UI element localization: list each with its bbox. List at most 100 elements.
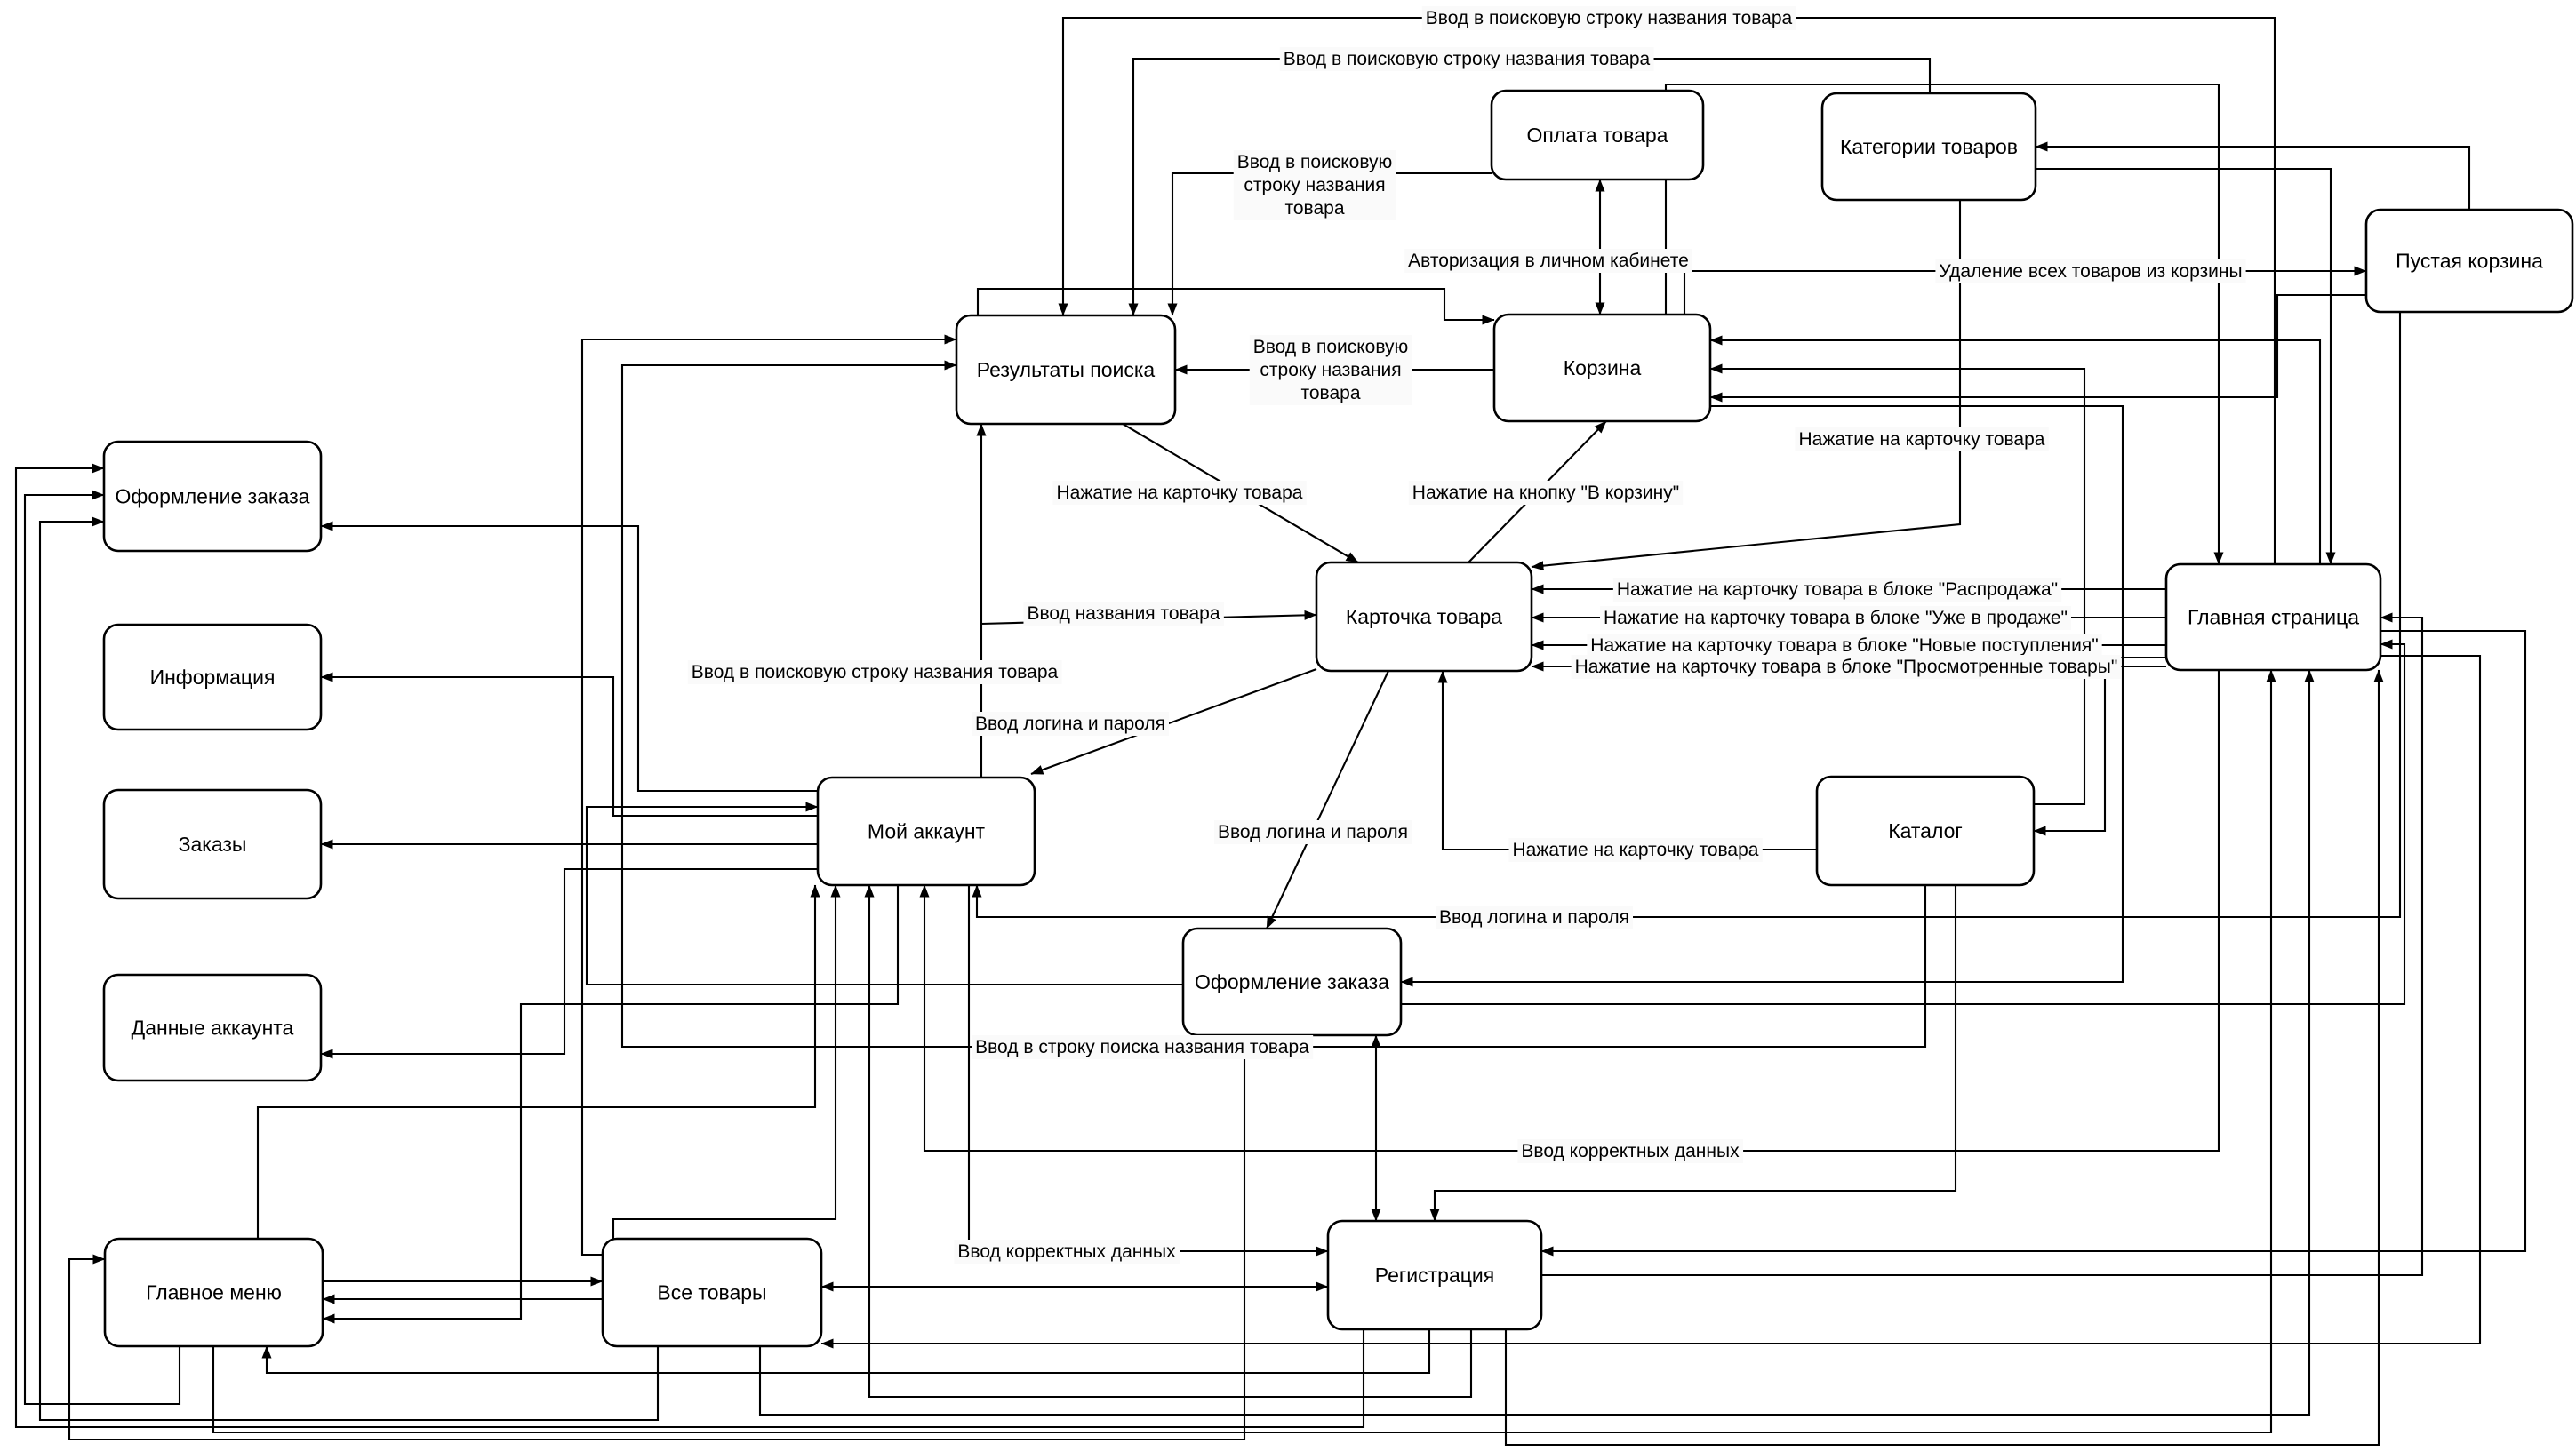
svg-text:Ввод в поисковую строку назван: Ввод в поисковую строку названия товара bbox=[692, 662, 1059, 682]
edge-vse-rezultaty bbox=[580, 334, 957, 1257]
node-label: Мой аккаунт bbox=[868, 820, 986, 843]
edge-oform_c-glavmenu bbox=[68, 1035, 1246, 1441]
node-glavnaya: Главная страница bbox=[2164, 562, 2382, 672]
edge-registr-moy bbox=[864, 884, 1473, 1399]
edge-label: Удаление всех товаров из корзины bbox=[1935, 259, 2246, 283]
node-box bbox=[1820, 92, 2037, 202]
svg-text:Ввод корректных данных: Ввод корректных данных bbox=[1521, 1141, 1740, 1161]
node-label: Оформление заказа bbox=[1195, 970, 1389, 993]
node-box bbox=[816, 776, 1036, 887]
edge-label: Нажатие на кнопку "В корзину" bbox=[1408, 481, 1684, 505]
edge-label: Ввод логина и пароля bbox=[971, 712, 1170, 736]
edge-korzina-glavnaya bbox=[1664, 83, 2224, 565]
svg-text:Ввод корректных данных: Ввод корректных данных bbox=[957, 1241, 1176, 1262]
node-oplata: Оплата товара bbox=[1490, 89, 1705, 181]
svg-text:Ввод в строку поиска названия: Ввод в строку поиска названия товара bbox=[975, 1037, 1309, 1057]
node-label: Данные аккаунта bbox=[132, 1017, 294, 1040]
edge-label: Нажатие на карточку товара в блоке "Новы… bbox=[1587, 634, 2102, 658]
node-box bbox=[1315, 561, 1533, 673]
edge-rezultaty-korzina bbox=[976, 287, 1495, 325]
edge-glavmenu-oform_l bbox=[23, 490, 181, 1406]
edge-kategorii-kartochka bbox=[1531, 200, 1962, 571]
node-label: Каталог bbox=[1888, 819, 1963, 842]
node-oform_c: Оформление заказа bbox=[1181, 927, 1403, 1037]
edge-registr-glavnaya bbox=[1541, 612, 2424, 1277]
node-box bbox=[1326, 1219, 1543, 1331]
node-kartochka: Карточка товара bbox=[1315, 561, 1533, 673]
svg-text:Ввод в поисковую строку назван: Ввод в поисковую строку названия товара bbox=[1284, 49, 1651, 69]
node-korzina: Корзина bbox=[1492, 313, 1712, 423]
node-glavmenu: Главное меню bbox=[103, 1237, 324, 1348]
edge-label: Ввод в поисковую строку названия товара bbox=[687, 660, 1062, 684]
edge-katalog-rezultaty bbox=[620, 360, 1927, 1049]
edge-oform_c-moy bbox=[585, 802, 1183, 986]
svg-text:Нажатие на карточку товара: Нажатие на карточку товара bbox=[1057, 483, 1303, 503]
node-rezultaty: Результаты поиска bbox=[955, 314, 1177, 426]
node-box bbox=[955, 314, 1177, 426]
node-zakazy: Заказы bbox=[102, 788, 323, 900]
edge-registr-glavmenu bbox=[261, 1329, 1431, 1375]
node-label: Результаты поиска bbox=[977, 358, 1156, 381]
node-info: Информация bbox=[102, 623, 323, 731]
edge-oform_c-glavnaya bbox=[1401, 639, 2406, 1006]
node-katalog: Каталог bbox=[1815, 775, 2036, 887]
edge-glavnaya-registr bbox=[1540, 629, 2527, 1257]
edge-glavnaya-korzina bbox=[1709, 335, 2322, 564]
svg-text:Нажатие на карточку товара в б: Нажатие на карточку товара в блоке "Расп… bbox=[1617, 579, 2058, 600]
node-box bbox=[102, 440, 323, 553]
edge-label: Ввод корректных данных bbox=[954, 1240, 1180, 1264]
edge-kategorii-glavnaya bbox=[2036, 167, 2336, 565]
node-label: Главная страница bbox=[2188, 606, 2359, 629]
svg-text:Нажатие на карточку товара в б: Нажатие на карточку товара в блоке "Новы… bbox=[1590, 635, 2098, 656]
node-label: Регистрация bbox=[1375, 1264, 1494, 1287]
edge-katalog-korzina bbox=[1709, 363, 2086, 806]
svg-text:Нажатие на кнопку "В корзину": Нажатие на кнопку "В корзину" bbox=[1412, 483, 1679, 503]
node-vse: Все товары bbox=[601, 1237, 823, 1348]
node-box bbox=[102, 973, 323, 1082]
node-registr: Регистрация bbox=[1326, 1219, 1543, 1331]
edge-label: Нажатие на карточку товара в блоке "Прос… bbox=[1571, 655, 2122, 679]
edge-label: Ввод в поисковую строку названия товара bbox=[1279, 47, 1654, 71]
node-moy: Мой аккаунт bbox=[816, 776, 1036, 887]
svg-text:Ввод логина и пароля: Ввод логина и пароля bbox=[1439, 907, 1629, 928]
edge-label: Нажатие на карточку товара bbox=[1052, 481, 1307, 505]
svg-text:Авторизация в личном кабинете: Авторизация в личном кабинете bbox=[1408, 251, 1689, 271]
node-box bbox=[1492, 313, 1712, 423]
edge-vse-oform_l bbox=[38, 516, 660, 1422]
edge-registr-oform_l bbox=[14, 463, 1365, 1429]
node-pustaya: Пустая корзина bbox=[2364, 208, 2574, 314]
node-label: Корзина bbox=[1564, 356, 1642, 379]
node-box bbox=[102, 788, 323, 900]
node-box bbox=[601, 1237, 823, 1348]
svg-text:Нажатие на карточку товара: Нажатие на карточку товара bbox=[1513, 840, 1759, 860]
node-label: Категории товаров bbox=[1840, 135, 2018, 158]
edge-label: Нажатие на карточку товара bbox=[1795, 427, 2049, 451]
edge-pustaya-kategorii bbox=[2035, 141, 2471, 210]
edge-label: Авторизация в личном кабинете bbox=[1404, 249, 1692, 273]
svg-text:Удаление всех товаров из корзи: Удаление всех товаров из корзины bbox=[1939, 261, 2242, 282]
edge-glavnaya-katalog bbox=[2033, 656, 2166, 836]
node-label: Главное меню bbox=[146, 1281, 282, 1304]
edge-glavnaya-vse bbox=[820, 654, 2482, 1349]
node-label: Карточка товара bbox=[1346, 605, 1502, 628]
edge-label: Нажатие на карточку товара в блоке "Уже … bbox=[1600, 606, 2071, 630]
node-label: Оформление заказа bbox=[116, 485, 310, 508]
node-label: Заказы bbox=[179, 833, 247, 856]
node-box bbox=[1815, 775, 2036, 887]
edge-korzina-oform_c bbox=[1400, 404, 2124, 987]
svg-text:Ввод логина и пароля: Ввод логина и пароля bbox=[975, 714, 1165, 734]
edge-label: Ввод в строку поиска названия товара bbox=[972, 1035, 1314, 1059]
svg-text:Ввод логина и пароля: Ввод логина и пароля bbox=[1218, 822, 1408, 842]
edge-label: Ввод в поисковую строку названия товара bbox=[1421, 6, 1796, 30]
node-oform_l: Оформление заказа bbox=[102, 440, 323, 553]
edge-label: Ввод корректных данных bbox=[1517, 1139, 1744, 1163]
node-box bbox=[2164, 562, 2382, 672]
node-dannye: Данные аккаунта bbox=[102, 973, 323, 1082]
edge-pustaya-moy bbox=[972, 312, 2402, 919]
